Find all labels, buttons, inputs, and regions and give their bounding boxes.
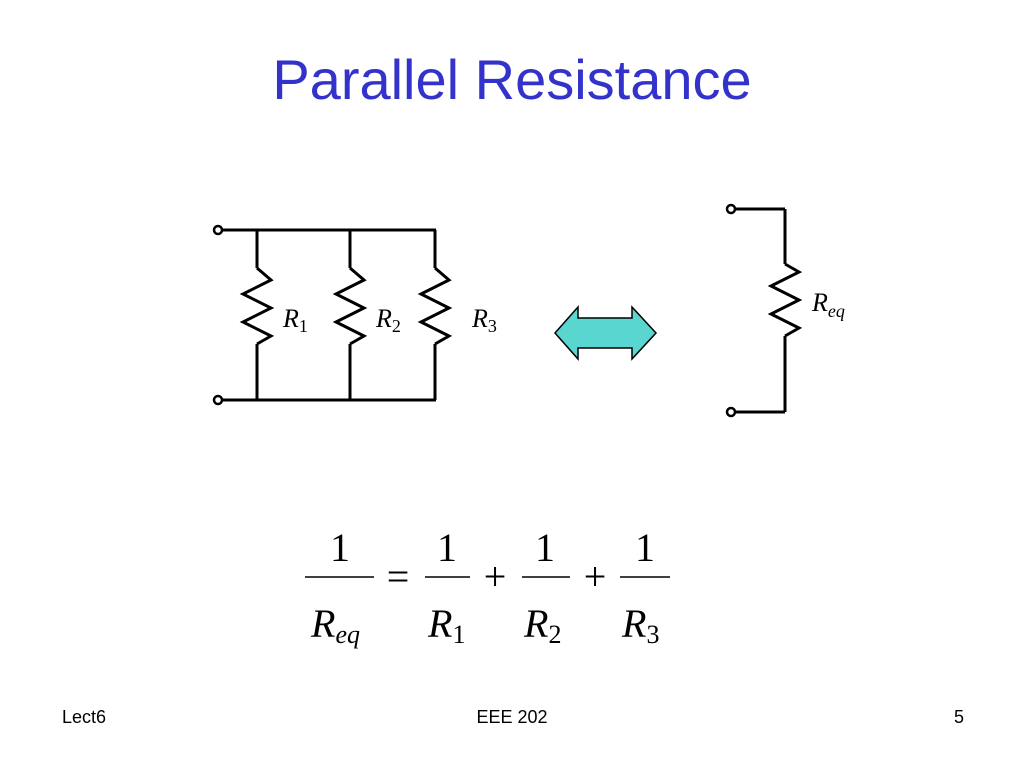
equivalence-double-arrow	[553, 305, 658, 361]
top-terminal	[212, 224, 224, 236]
lhs-numerator: 1	[330, 525, 350, 570]
equals-sign: =	[387, 554, 410, 599]
footer-course: EEE 202	[476, 707, 548, 727]
eq-top-terminal	[725, 203, 737, 215]
resistor-r1	[239, 230, 275, 400]
resistor-r2	[332, 230, 368, 400]
req-label: Req	[811, 288, 845, 321]
term1-numerator: 1	[437, 525, 457, 570]
eq-bottom-terminal	[725, 406, 737, 418]
term3-numerator: 1	[635, 525, 655, 570]
plus-sign-2: +	[584, 554, 607, 599]
resistor-r3	[417, 230, 453, 400]
term1-denominator: R1	[427, 601, 465, 649]
term3-denominator: R3	[621, 601, 659, 649]
footer-lecture: Lect6	[62, 707, 107, 727]
r3-label: R3	[471, 304, 497, 336]
lhs-denominator: Req	[310, 601, 360, 649]
term2-denominator: R2	[523, 601, 561, 649]
footer-page-number: 5	[953, 707, 964, 727]
resistor-req	[767, 209, 803, 412]
parallel-circuit	[212, 224, 453, 406]
parallel-resistance-equation: 1 Req = 1 R1 + 1 R2 + 1 R3	[305, 525, 670, 649]
r2-label: R2	[375, 304, 401, 336]
bottom-terminal	[212, 394, 224, 406]
plus-sign-1: +	[484, 554, 507, 599]
equivalent-circuit	[725, 203, 803, 418]
r1-label: R1	[282, 304, 308, 336]
term2-numerator: 1	[535, 525, 555, 570]
slide-title: Parallel Resistance	[272, 48, 752, 111]
